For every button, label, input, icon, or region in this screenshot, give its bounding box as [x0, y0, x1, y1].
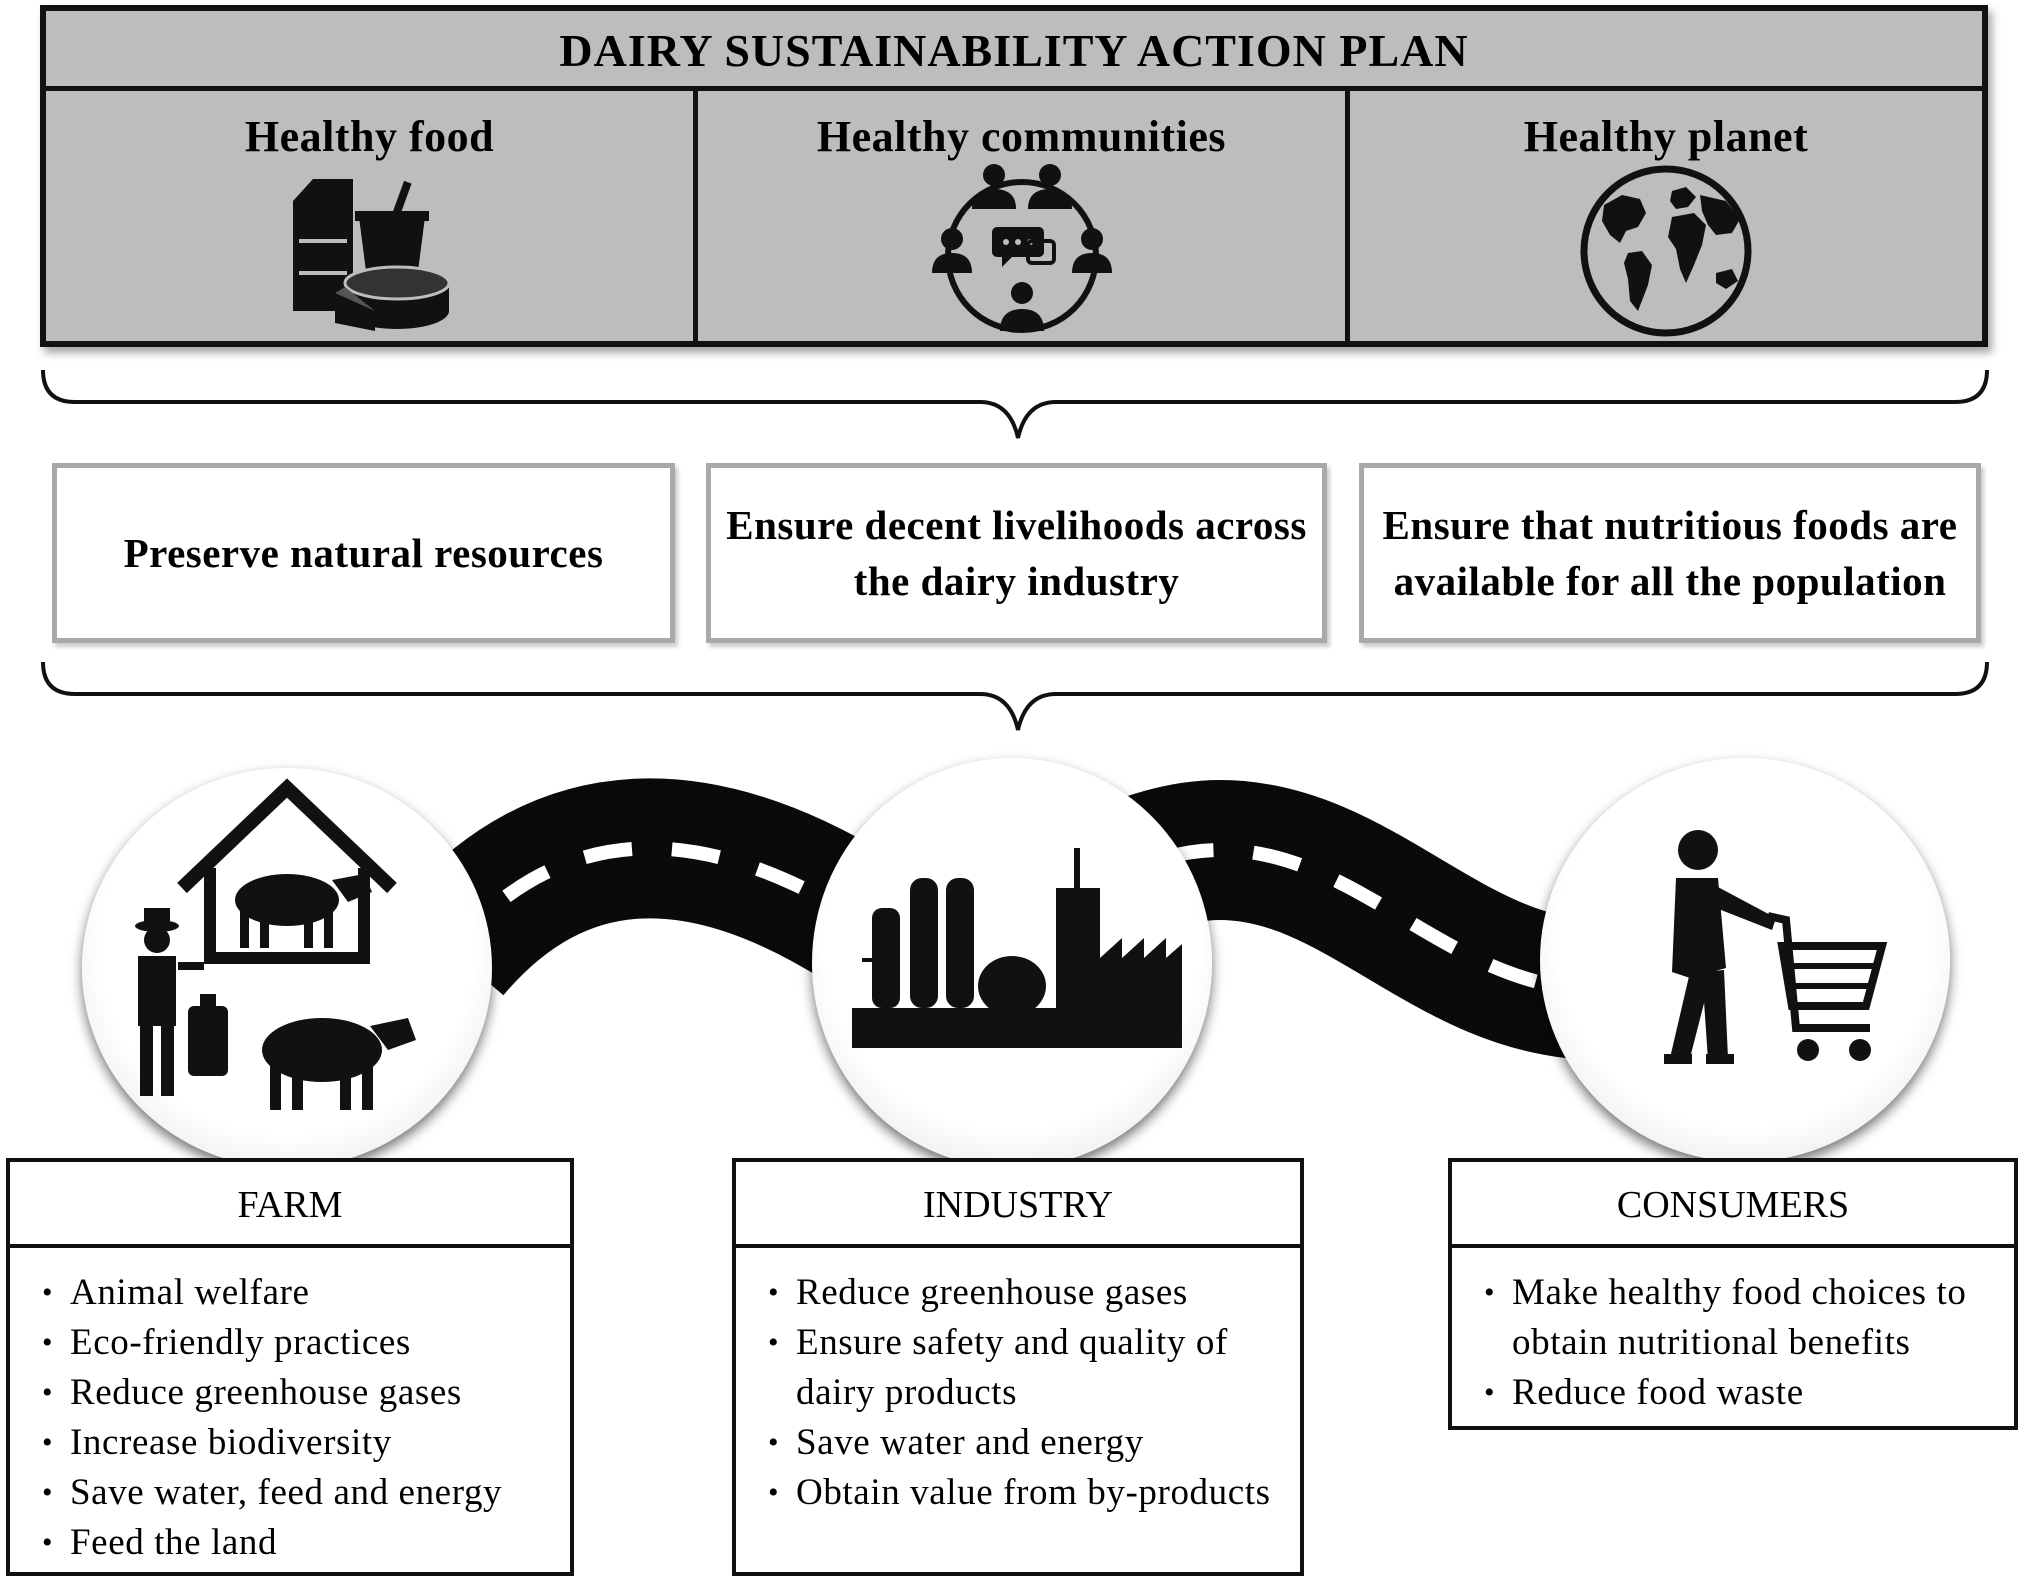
pillar-healthy-communities: Healthy communities: [698, 91, 1350, 347]
list-item: Reduce greenhouse gases: [42, 1368, 556, 1418]
list-item: Eco-friendly practices: [42, 1318, 556, 1368]
farm-box: FARM Animal welfare Eco-friendly practic…: [6, 1158, 574, 1576]
goal-box: Preserve natural resources: [52, 463, 675, 643]
list-item: Feed the land: [42, 1518, 556, 1568]
list-item: Increase biodiversity: [42, 1418, 556, 1468]
list-item: Obtain value from by-products: [768, 1468, 1286, 1518]
farm-actions-list: Animal welfare Eco-friendly practices Re…: [10, 1248, 570, 1568]
stage-heading: INDUSTRY: [736, 1162, 1300, 1248]
list-item: Save water and energy: [768, 1418, 1286, 1468]
goal-box: Ensure decent livelihoods across the dai…: [706, 463, 1327, 643]
community-people-icon: [931, 164, 1112, 333]
industry-box: INDUSTRY Reduce greenhouse gases Ensure …: [732, 1158, 1304, 1576]
globe-icon: [1580, 165, 1752, 337]
list-item: Save water, feed and energy: [42, 1468, 556, 1518]
plan-title: DAIRY SUSTAINABILITY ACTION PLAN: [46, 11, 1982, 91]
pillar-title: Healthy food: [244, 112, 495, 161]
goal-box: Ensure that nutritious foods are availab…: [1359, 463, 1981, 643]
action-plan-panel: DAIRY SUSTAINABILITY ACTION PLAN Healthy…: [40, 5, 1988, 347]
list-item: Reduce greenhouse gases: [768, 1268, 1286, 1318]
pillar-title: Healthy planet: [1523, 112, 1809, 161]
consumers-actions-list: Make healthy food choices to obtain nutr…: [1452, 1248, 2014, 1418]
pillar-healthy-food: Healthy food: [46, 91, 698, 347]
industry-circle: [812, 758, 1212, 1168]
dairy-products-icon: [292, 179, 450, 331]
list-item: Animal welfare: [42, 1268, 556, 1318]
pillar-healthy-planet: Healthy planet: [1350, 91, 1982, 347]
list-item: Ensure safety and quality of dairy produ…: [768, 1318, 1286, 1418]
lower-brace: [41, 661, 1989, 731]
stage-heading: CONSUMERS: [1452, 1162, 2014, 1248]
farm-icon: [135, 778, 416, 1110]
industry-actions-list: Reduce greenhouse gases Ensure safety an…: [736, 1248, 1300, 1518]
shopper-cart-icon: [1664, 830, 1888, 1064]
consumers-box: CONSUMERS Make healthy food choices to o…: [1448, 1158, 2018, 1430]
pillar-title: Healthy communities: [816, 112, 1227, 161]
stage-heading: FARM: [10, 1162, 570, 1248]
upper-brace: [41, 369, 1989, 439]
consumers-circle: [1540, 758, 1950, 1162]
factory-icon: [852, 848, 1182, 1048]
list-item: Reduce food waste: [1484, 1368, 2000, 1418]
list-item: Make healthy food choices to obtain nutr…: [1484, 1268, 2000, 1368]
farm-circle: [82, 768, 492, 1168]
